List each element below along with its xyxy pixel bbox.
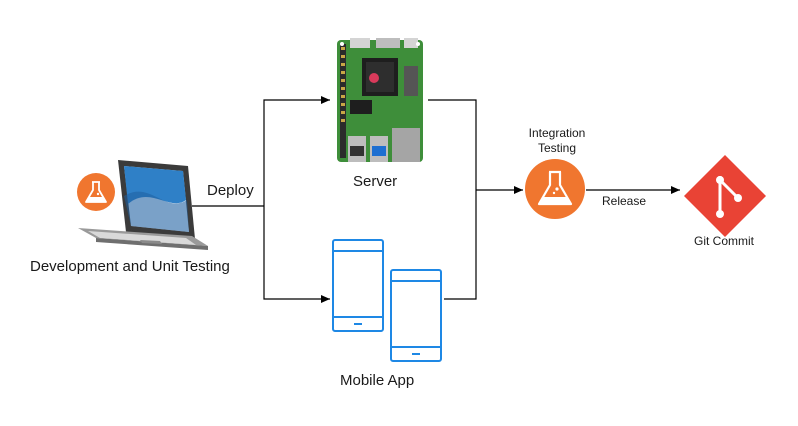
smartphone-icon [332, 239, 384, 332]
integration-label-line2: Testing [537, 141, 577, 155]
deploy-label: Deploy [207, 182, 254, 199]
server-to-integration-line [428, 99, 477, 190]
dev-label: Development and Unit Testing [30, 258, 230, 275]
server-label: Server [353, 173, 398, 190]
mobile-app-label: Mobile App [340, 372, 415, 389]
smartphone-icon [390, 269, 442, 362]
integration-label-line1: Integration [528, 126, 586, 140]
release-label: Release [602, 194, 647, 208]
integration-testing-label: Integration Testing [520, 126, 594, 156]
laptop-icon [78, 160, 208, 250]
flask-icon [77, 173, 115, 211]
flask-icon [525, 159, 585, 219]
git-commit-label: Git Commit [694, 234, 754, 248]
mobile-to-integration-line [444, 190, 477, 300]
arrow-to-mobile [263, 206, 330, 303]
raspberry-pi-board-icon [337, 38, 423, 162]
git-logo-icon [684, 155, 766, 237]
arrow-to-server [263, 96, 330, 206]
connectors [192, 96, 680, 303]
